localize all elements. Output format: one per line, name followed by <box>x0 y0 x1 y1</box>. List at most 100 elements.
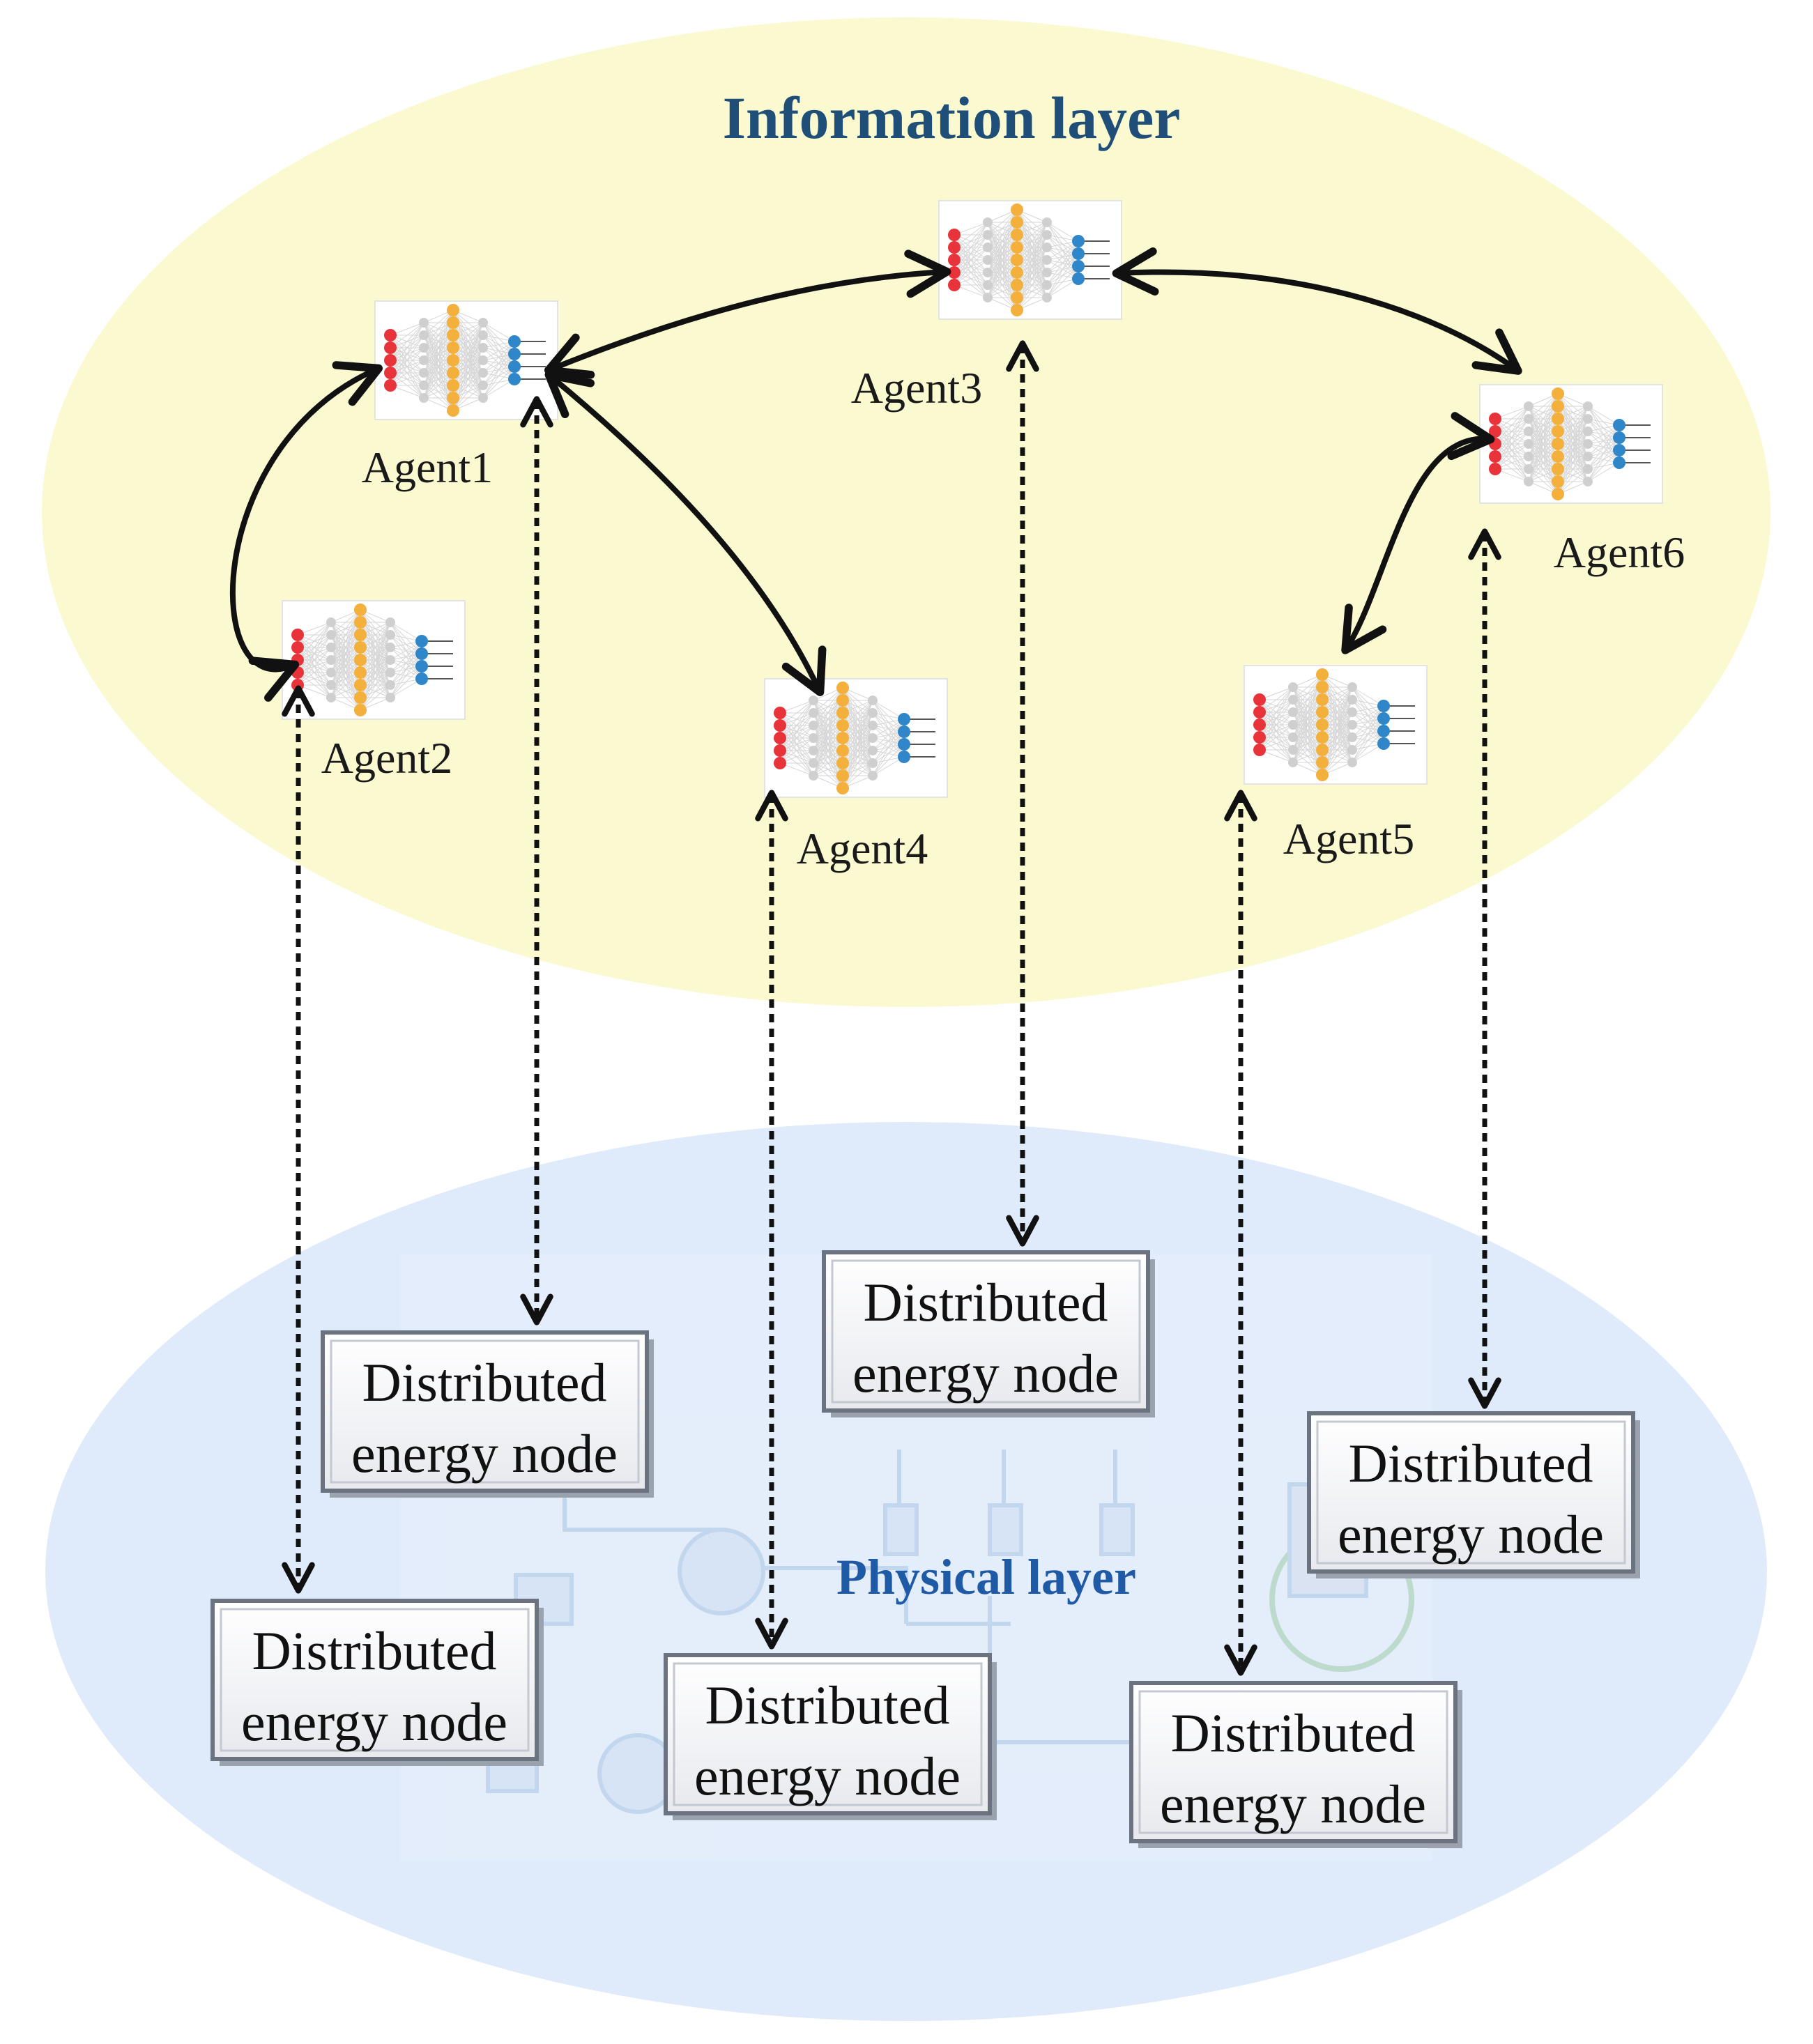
neuron-dot <box>1316 706 1329 719</box>
neuron-dot <box>478 368 488 378</box>
neuron-dot <box>1011 304 1023 316</box>
neuron-dot <box>415 647 428 660</box>
neural-network-icon <box>938 200 1122 320</box>
neuron-dot <box>478 381 488 390</box>
neuron-dot <box>447 354 459 367</box>
agent5[interactable]: Agent5 <box>1244 665 1428 863</box>
neuron-dot <box>868 721 878 730</box>
neuron-dot <box>1552 488 1564 500</box>
neuron-dot <box>948 229 961 241</box>
node-inner-border <box>673 1662 983 1806</box>
neuron-dot <box>354 679 367 691</box>
energy-node-1[interactable]: Distributed energy node <box>321 1330 654 1498</box>
neuron-dot <box>1072 235 1085 247</box>
neuron-dot <box>1347 707 1357 717</box>
node-inner-border <box>1138 1690 1448 1834</box>
neuron-dot <box>868 696 878 705</box>
energy-node-3[interactable]: Distributed energy node <box>822 1250 1155 1417</box>
neuron-dot <box>354 666 367 679</box>
energy-node-2-line1: Distributed <box>252 1620 497 1681</box>
energy-node-5[interactable]: Distributed energy node <box>1129 1681 1462 1848</box>
energy-node-1-line2: energy node <box>351 1423 618 1484</box>
neuron-dot <box>1042 217 1052 227</box>
neuron-dot <box>983 280 993 290</box>
neuron-dot <box>1489 463 1501 475</box>
neuron-dot <box>809 696 818 705</box>
neuron-dot <box>1316 756 1329 769</box>
neuron-dot <box>1072 272 1085 285</box>
neuron-dot <box>1347 720 1357 730</box>
neuron-dot <box>1552 413 1564 425</box>
neuron-dot <box>354 629 367 641</box>
neuron-dot <box>1347 758 1357 767</box>
neuron-dot <box>809 746 818 755</box>
neuron-dot <box>385 668 395 677</box>
energy-node-6[interactable]: Distributed energy node <box>1307 1411 1640 1578</box>
neuron-dot <box>291 679 304 691</box>
neuron-dot <box>1489 450 1501 463</box>
neuron-dot <box>508 360 521 373</box>
neuron-dot <box>983 230 993 240</box>
neuron-dot <box>1253 706 1266 719</box>
neuron-dot <box>384 341 397 354</box>
neuron-dot <box>326 643 336 652</box>
link-agent3-agent6 <box>1112 247 1522 375</box>
neuron-dot <box>774 757 786 769</box>
neuron-dot <box>1552 450 1564 463</box>
neuron-dot <box>478 393 488 403</box>
neuron-dot <box>447 367 459 379</box>
neuron-dot <box>1583 477 1593 486</box>
agent4[interactable]: Agent4 <box>764 678 948 873</box>
neuron-dot <box>419 381 429 390</box>
neuron-dot <box>1042 255 1052 265</box>
neuron-dot <box>774 707 786 719</box>
neuron-dot <box>1583 439 1593 449</box>
neuron-dot <box>836 682 849 694</box>
energy-node-2-line2: energy node <box>241 1691 507 1752</box>
neuron-dot <box>836 694 849 707</box>
neuron-dot <box>326 617 336 627</box>
energy-node-4[interactable]: Distributed energy node <box>664 1653 997 1820</box>
neuron-dot <box>1524 414 1533 424</box>
neuron-dot <box>415 673 428 685</box>
neuron-dot <box>1377 737 1390 750</box>
agent6[interactable]: Agent6 <box>1479 384 1685 577</box>
agent1-label: Agent1 <box>362 443 493 492</box>
node-inner-border <box>220 1608 530 1752</box>
neuron-dot <box>1613 444 1625 456</box>
neuron-dot <box>1316 719 1329 731</box>
neuron-dot <box>508 348 521 360</box>
neuron-dot <box>447 304 459 316</box>
neuron-dot <box>1072 247 1085 260</box>
neuron-dot <box>354 604 367 616</box>
neuron-dot <box>508 335 521 348</box>
neural-network-icon <box>764 678 948 798</box>
neuron-dot <box>354 691 367 704</box>
communication-links <box>229 247 1522 702</box>
information-layer-title: Information layer <box>723 84 1181 151</box>
neuron-dot <box>1377 725 1390 737</box>
neuron-dot <box>1011 229 1023 241</box>
neuron-dot <box>948 279 961 291</box>
neuron-dot <box>1613 419 1625 431</box>
neuron-dot <box>1552 438 1564 450</box>
neuron-dot <box>1552 387 1564 400</box>
neural-network-icon <box>1479 384 1663 504</box>
neuron-dot <box>1253 719 1266 731</box>
neuron-dot <box>809 771 818 781</box>
neuron-dot <box>1583 401 1593 411</box>
energy-node-2[interactable]: Distributed energy node <box>211 1599 544 1766</box>
neuron-dot <box>868 746 878 755</box>
neuron-dot <box>1583 452 1593 461</box>
neuron-dot <box>836 744 849 757</box>
neuron-dot <box>1524 401 1533 411</box>
neuron-dot <box>354 704 367 716</box>
neuron-dot <box>1377 700 1390 712</box>
neuron-dot <box>1583 464 1593 474</box>
neuron-dot <box>1489 413 1501 425</box>
neuron-dot <box>419 318 429 328</box>
neuron-dot <box>354 641 367 654</box>
neuron-dot <box>1347 682 1357 692</box>
neuron-dot <box>836 719 849 732</box>
neuron-dot <box>809 708 818 718</box>
